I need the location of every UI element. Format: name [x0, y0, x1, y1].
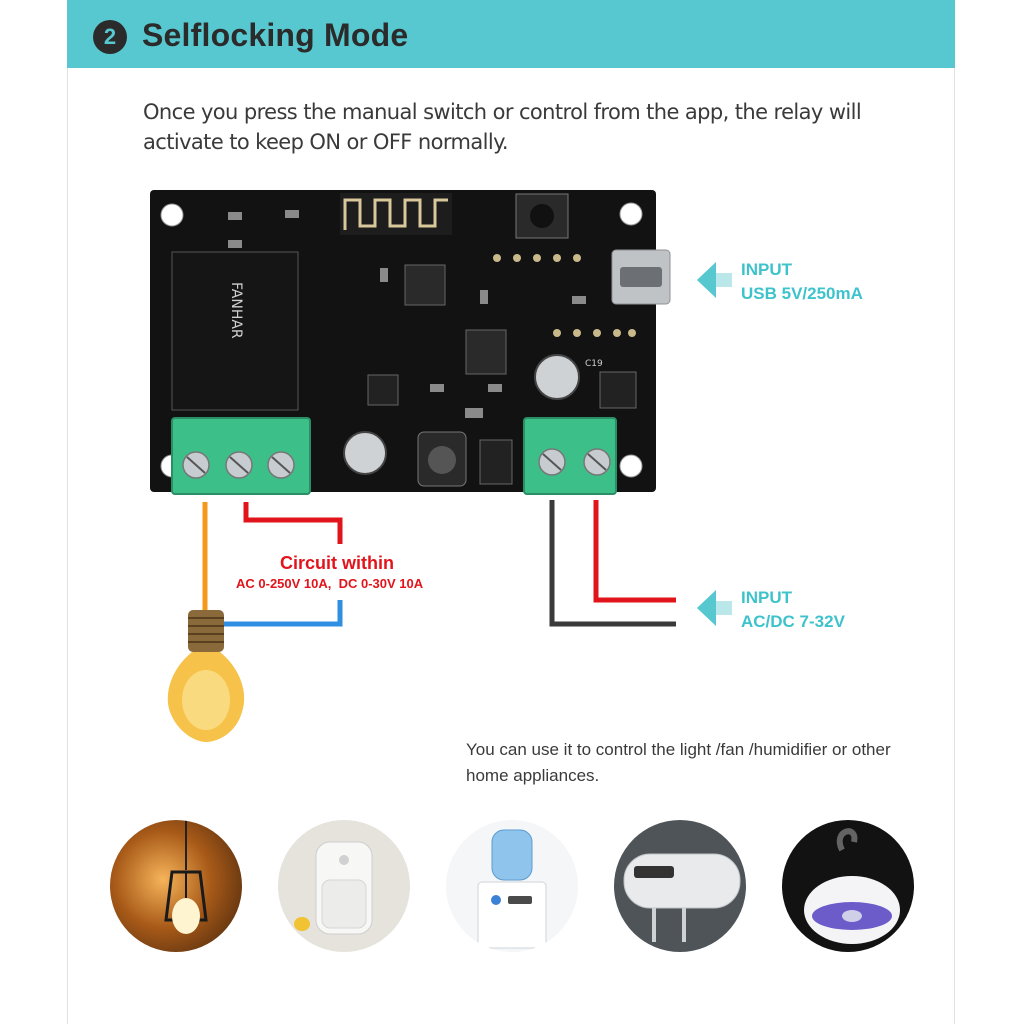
power-input-label: INPUT AC/DC 7-32V — [741, 586, 845, 634]
wifi-chip — [404, 264, 446, 306]
section-header — [67, 0, 955, 68]
step-number-badge: 2 — [93, 20, 127, 54]
red-wire-load — [243, 502, 343, 544]
red-wire-input — [593, 500, 676, 603]
relay-component — [171, 251, 299, 411]
circuit-title: Circuit within — [280, 553, 394, 573]
mount-hole-icon — [619, 202, 643, 226]
relay-brand-label: FANHAR — [228, 282, 244, 339]
usb-input-arrow-icon — [697, 262, 732, 298]
pendant-lamp-icon — [164, 820, 208, 934]
intro-text: Once you press the manual switch or cont… — [143, 100, 862, 154]
water-dispenser-icon — [477, 829, 547, 949]
antenna-icon — [343, 198, 448, 230]
mount-hole-icon — [619, 454, 643, 478]
blue-wire — [220, 600, 343, 627]
mount-hole-icon — [160, 203, 184, 227]
wires — [202, 500, 676, 627]
light-bulb-icon — [167, 610, 245, 742]
pendant-lamp-thumbnail — [110, 820, 242, 952]
switch-knob-icon — [530, 204, 554, 228]
air-fryer-icon — [294, 841, 373, 935]
usb-input-spec: USB 5V/250mA — [741, 284, 863, 303]
humidifier-thumbnail — [782, 820, 914, 952]
section-title: Selflocking Mode — [142, 17, 409, 53]
power-input-spec: AC/DC 7-32V — [741, 612, 845, 631]
power-input-arrow-icon — [697, 590, 732, 626]
circuit-rating: AC 0-250V 10A, DC 0-30V 10A — [236, 576, 424, 591]
humidifier-icon — [804, 828, 900, 944]
water-heater-thumbnail — [614, 820, 746, 952]
capacitor — [343, 431, 387, 475]
relay-board — [150, 190, 671, 495]
usb-input-title: INPUT — [741, 260, 792, 279]
water-dispenser-thumbnail — [446, 820, 578, 952]
power-input-title: INPUT — [741, 588, 792, 607]
capacitor-c19 — [534, 354, 580, 400]
black-wire-input — [549, 500, 676, 627]
mcu-chip — [465, 329, 507, 375]
c19-label: C19 — [585, 359, 603, 369]
air-fryer-thumbnail — [278, 820, 410, 952]
usecase-text: You can use it to control the light /fan… — [466, 740, 891, 785]
water-heater-icon — [623, 853, 741, 942]
usb-input-label: INPUT USB 5V/250mA — [741, 258, 863, 306]
